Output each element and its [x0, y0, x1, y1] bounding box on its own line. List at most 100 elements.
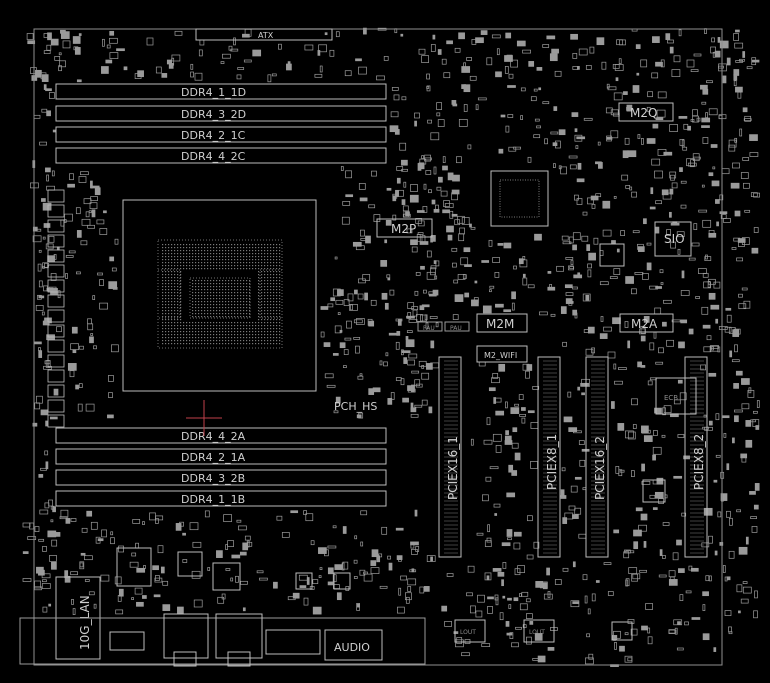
footprint	[43, 84, 47, 90]
cpu-pin	[165, 280, 167, 282]
footprint	[719, 40, 729, 49]
cpu-pin	[264, 268, 266, 270]
footprint	[494, 513, 498, 516]
dimm-slot-1d: DDR4_1_1D	[55, 83, 387, 100]
cpu-pin	[171, 316, 173, 318]
cpu-pin	[273, 253, 275, 255]
cpu-pin	[210, 316, 212, 318]
footprint	[54, 56, 61, 61]
footprint	[577, 66, 580, 70]
cpu-pin	[162, 310, 164, 312]
cpu-pin	[276, 328, 278, 330]
cpu-pin	[216, 337, 218, 339]
footprint	[652, 446, 662, 455]
footprint	[111, 344, 119, 353]
cpu-pin	[267, 301, 269, 303]
footprint	[676, 539, 682, 546]
cpu-pin	[216, 301, 218, 303]
cpu-pin	[213, 322, 215, 324]
footprint	[383, 56, 389, 61]
cpu-pin	[189, 340, 191, 342]
cpu-pin	[270, 289, 272, 291]
cpu-pin	[228, 259, 230, 261]
footprint	[72, 36, 81, 44]
cpu-pin	[243, 259, 245, 261]
footprint	[622, 150, 629, 159]
footprint	[69, 370, 75, 378]
cpu-pin	[261, 259, 263, 261]
footprint	[565, 257, 574, 260]
cpu-pin	[222, 268, 224, 270]
cpu-pin	[186, 334, 188, 336]
footprint	[639, 328, 646, 335]
footprint	[736, 257, 743, 262]
cpu-pin	[192, 343, 194, 345]
cpu-pin	[165, 292, 167, 294]
cpu-pin	[264, 271, 266, 273]
footprint	[544, 138, 548, 145]
cpu-pin	[198, 337, 200, 339]
footprint	[631, 398, 638, 406]
cpu-pin	[165, 265, 167, 267]
footprint	[410, 239, 418, 246]
cpu-pin	[228, 325, 230, 327]
cpu-pin	[267, 289, 269, 291]
cpu-pin	[231, 301, 233, 303]
cpu-pin	[210, 325, 212, 327]
footprint	[704, 426, 713, 431]
footprint	[701, 117, 711, 123]
cpu-pin	[273, 250, 275, 252]
footprint	[44, 502, 50, 509]
cpu-pin	[165, 283, 167, 285]
cpu-pin	[162, 331, 164, 333]
cpu-pin	[222, 298, 224, 300]
cpu-pin	[207, 301, 209, 303]
footprint	[344, 70, 352, 77]
footprint	[513, 265, 517, 270]
footprint	[84, 555, 93, 561]
cpu-pin	[276, 319, 278, 321]
cpu-pin	[219, 343, 221, 345]
cpu-pin	[174, 244, 176, 246]
cpu-pin	[252, 328, 254, 330]
footprint	[741, 403, 750, 410]
footprint	[692, 115, 699, 123]
cpu-pin	[162, 247, 164, 249]
cpu-pin	[225, 280, 227, 282]
cpu-pin	[252, 337, 254, 339]
footprint	[312, 579, 319, 584]
cpu-pin	[261, 289, 263, 291]
footprint	[598, 162, 603, 169]
cpu-pin	[258, 271, 260, 273]
footprint	[670, 241, 676, 249]
footprint	[347, 293, 354, 302]
footprint	[681, 512, 687, 517]
cpu-pin	[201, 322, 203, 324]
cpu-pin	[228, 298, 230, 300]
footprint	[643, 541, 647, 548]
footprint	[47, 32, 52, 41]
cpu-pin	[162, 295, 164, 297]
footprint	[230, 577, 234, 582]
footprint	[101, 529, 107, 538]
footprint	[739, 128, 743, 137]
footprint	[256, 570, 264, 574]
dimm-slot-1b: DDR4_1_1B	[55, 490, 387, 507]
footprint	[93, 603, 97, 609]
dimm-label-1b: DDR4_1_1B	[181, 493, 245, 506]
footprint	[486, 57, 493, 66]
atx-label: ATX	[258, 31, 274, 40]
footprint	[174, 30, 183, 36]
cpu-pin	[180, 328, 182, 330]
footprint	[708, 172, 714, 177]
footprint	[567, 391, 572, 398]
footprint	[70, 518, 77, 522]
cpu-pin	[207, 253, 209, 255]
cpu-pin	[207, 331, 209, 333]
cpu-pin	[246, 307, 248, 309]
footprint	[89, 336, 94, 344]
footprint	[371, 170, 377, 177]
footprint	[728, 550, 735, 559]
footprint	[360, 229, 365, 237]
footprint	[515, 626, 522, 630]
